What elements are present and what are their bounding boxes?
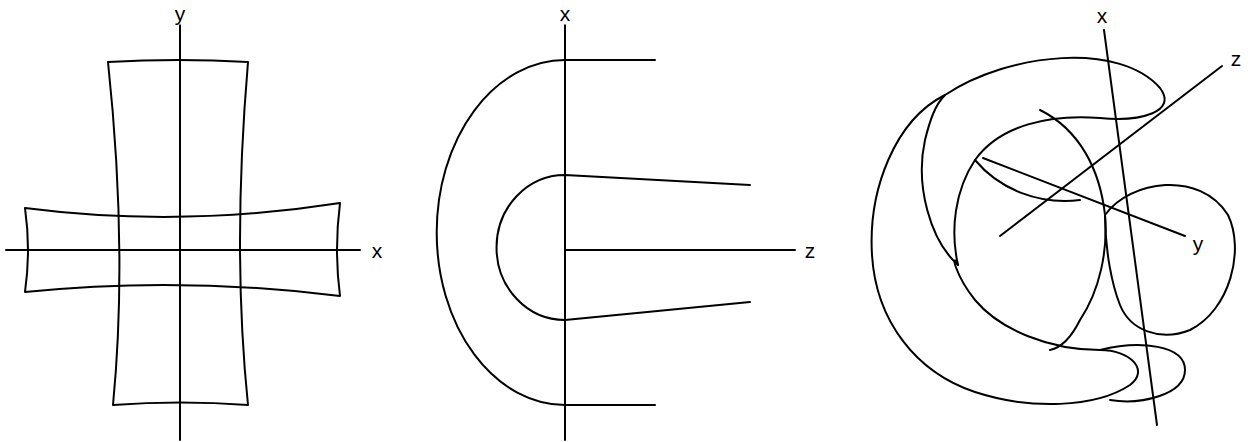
orbital-lobe	[872, 95, 1138, 404]
axis-label: x	[1095, 4, 1110, 27]
cross-bar	[108, 60, 248, 405]
orbital-lobe	[1100, 345, 1185, 401]
orbital-lobe	[922, 58, 1165, 265]
orbital-lobe	[1040, 110, 1106, 350]
orbital-lobe	[975, 160, 1080, 201]
axis-line	[1000, 66, 1222, 236]
orbital-lobe	[1105, 185, 1235, 335]
axis-label: y	[173, 2, 188, 25]
axis-label: x	[370, 239, 385, 262]
section-outline	[437, 60, 655, 405]
section-outline	[497, 175, 750, 320]
axis-line	[6, 249, 360, 251]
axis-label: z	[803, 239, 818, 262]
axis-line	[564, 24, 566, 440]
axis-label: z	[1229, 47, 1244, 70]
axis-line	[983, 158, 1185, 236]
axis-label: x	[558, 2, 573, 25]
axis-line	[179, 24, 181, 440]
cross-bar	[25, 203, 340, 296]
axis-line	[1104, 30, 1157, 425]
axis-line	[565, 249, 795, 251]
axis-label: y	[1191, 232, 1206, 255]
